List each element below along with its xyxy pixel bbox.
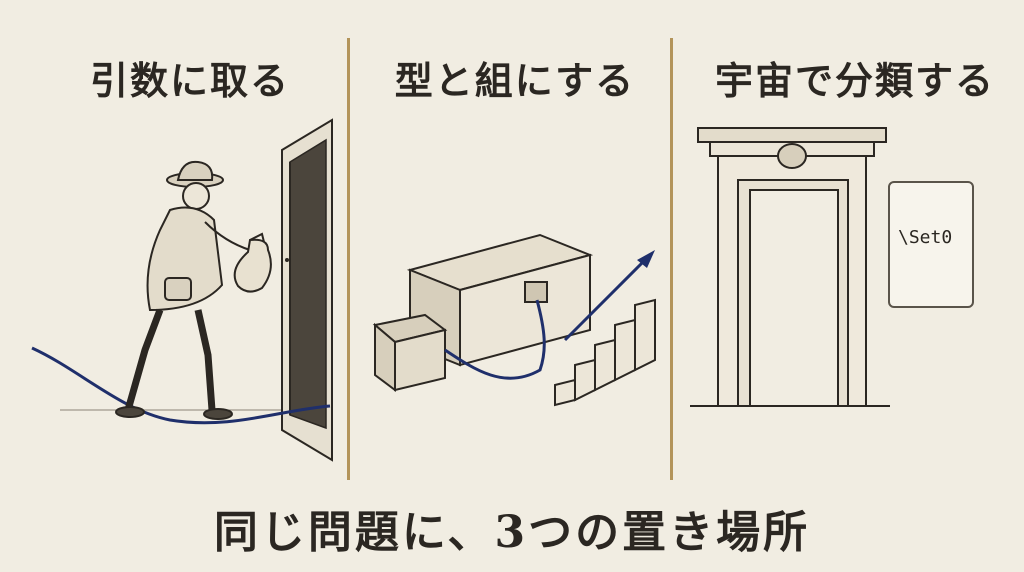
rope-icon	[444, 299, 546, 380]
set-label-card: \Set0	[888, 181, 974, 308]
chest-icon	[406, 233, 594, 367]
traveler-icon	[115, 160, 272, 420]
stairs-icon	[554, 298, 656, 407]
door-icon	[281, 118, 333, 462]
caption: 同じ問題に、3つの置き場所	[213, 507, 811, 558]
panel-title-pair: 型と組にする	[394, 58, 636, 103]
panel-title-argument: 引数に取る	[89, 58, 290, 103]
divider-right	[670, 38, 673, 480]
doorway-icon	[697, 127, 887, 407]
set-label-text: \Set0	[898, 227, 953, 248]
divider-left	[347, 38, 350, 480]
rope-icon	[31, 346, 331, 425]
money-bag-icon	[233, 238, 272, 293]
trunk-icon	[372, 313, 448, 392]
chest-stairs-illustration	[372, 233, 656, 407]
doorway-illustration	[690, 127, 890, 407]
arrow-up-icon	[563, 250, 655, 342]
traveler-illustration	[31, 118, 333, 462]
panel-title-universe: 宇宙で分類する	[714, 58, 995, 103]
